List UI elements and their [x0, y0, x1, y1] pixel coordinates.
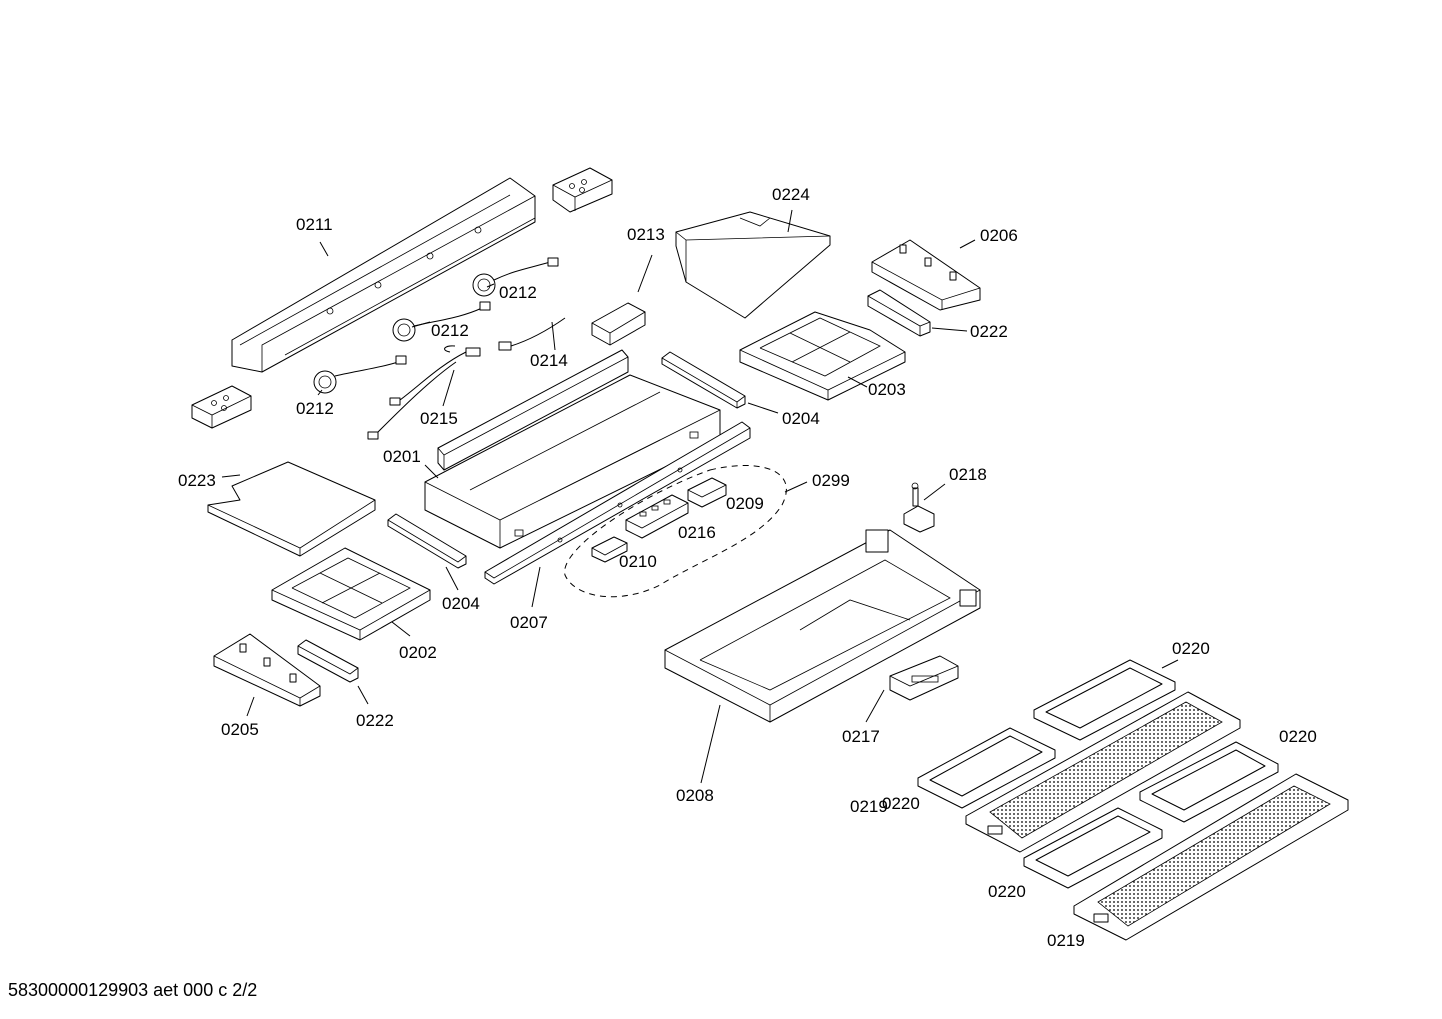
- label-0212-b: 0212: [431, 321, 469, 340]
- callout-labels: 0211 0212 0212 0212 0213 0214 0215 0224 …: [178, 185, 1317, 950]
- part-0208-tray: [664, 529, 981, 723]
- label-0220-b: 0220: [1279, 727, 1317, 746]
- part-0217-module: [889, 655, 959, 701]
- leader-lines: [221, 209, 1179, 784]
- part-0210: [591, 536, 628, 563]
- part-0212-lamp-3: [313, 355, 407, 394]
- part-0202-frame: [271, 547, 431, 641]
- label-0204-a: 0204: [782, 409, 820, 428]
- label-0208: 0208: [676, 786, 714, 805]
- part-0206-bracket: [871, 239, 981, 311]
- part-0223-cover: [207, 461, 376, 557]
- label-0224: 0224: [772, 185, 810, 204]
- part-0215-harness: [367, 345, 481, 440]
- label-0219-b: 0219: [1047, 931, 1085, 950]
- label-0220-c: 0220: [882, 794, 920, 813]
- label-0202: 0202: [399, 643, 437, 662]
- label-0207: 0207: [510, 613, 548, 632]
- label-0216: 0216: [678, 523, 716, 542]
- label-0223: 0223: [178, 471, 216, 490]
- label-0213: 0213: [627, 225, 665, 244]
- part-0214-wire: [498, 317, 566, 351]
- part-0201-strip: [437, 349, 629, 471]
- label-0203: 0203: [868, 380, 906, 399]
- label-0220-a: 0220: [1172, 639, 1210, 658]
- label-0205: 0205: [221, 720, 259, 739]
- label-0211: 0211: [296, 215, 333, 234]
- document-code: 58300000129903 aet 000 c 2/2: [8, 980, 258, 1000]
- part-0213-transformer: [591, 302, 646, 346]
- label-0217: 0217: [842, 727, 880, 746]
- part-0224-cover: [675, 211, 831, 319]
- label-0222-b: 0222: [356, 711, 394, 730]
- part-0211-rail: [231, 177, 536, 373]
- part-0222-bracket-right: [867, 289, 931, 337]
- label-0212-a: 0212: [499, 283, 537, 302]
- part-0220-filter-a: [1033, 659, 1176, 741]
- part-0222-bracket-left: [297, 639, 359, 683]
- part-0209: [687, 477, 727, 508]
- part-0216: [625, 494, 689, 539]
- group-0299-outline: [564, 464, 787, 598]
- label-0218: 0218: [949, 465, 987, 484]
- label-0299: 0299: [812, 471, 850, 490]
- part-0204-slide-left: [387, 513, 467, 569]
- part-0204-slide-right: [661, 351, 746, 409]
- part-0220-filter-c: [1139, 741, 1279, 823]
- label-0201: 0201: [383, 447, 421, 466]
- part-0212-lamp-1: [472, 257, 559, 297]
- part-0220-filter-b: [917, 727, 1056, 809]
- label-0206: 0206: [980, 226, 1018, 245]
- part-0218-switch: [903, 482, 935, 533]
- part-0207-rail: [484, 421, 751, 585]
- part-0205-bracket: [213, 633, 321, 707]
- label-0222-a: 0222: [970, 322, 1008, 341]
- label-0210: 0210: [619, 552, 657, 571]
- part-0220-filter-d: [1023, 807, 1163, 889]
- part-0212-lamp-2: [392, 301, 491, 342]
- label-0209: 0209: [726, 494, 764, 513]
- part-0219-mesh-b: [1073, 773, 1349, 941]
- label-0212-c: 0212: [296, 399, 334, 418]
- part-end-cap-bottom: [191, 385, 252, 429]
- label-0204-b: 0204: [442, 594, 480, 613]
- part-end-cap-top: [552, 167, 613, 213]
- label-0214: 0214: [530, 351, 568, 370]
- label-0219-a: 0219: [850, 797, 888, 816]
- label-0215: 0215: [420, 409, 458, 428]
- part-0203-frame: [739, 311, 906, 401]
- label-0220-d: 0220: [988, 882, 1026, 901]
- part-0219-mesh-a: [965, 691, 1241, 853]
